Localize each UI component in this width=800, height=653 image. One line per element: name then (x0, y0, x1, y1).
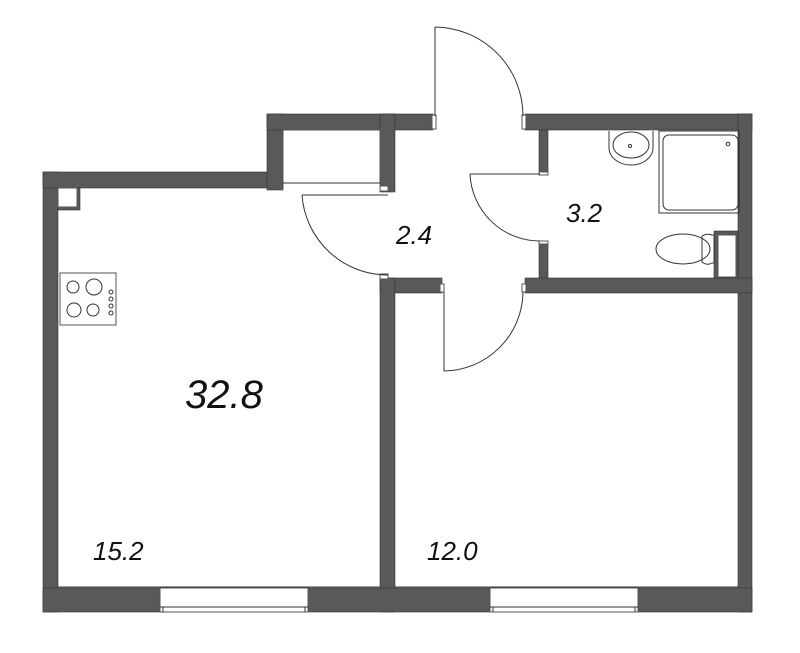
ventilation-shaft (717, 234, 737, 278)
hallway-kitchen-door (301, 194, 389, 276)
door-jamb (379, 273, 389, 280)
closet-wall-right (379, 113, 396, 193)
sink-icon (608, 131, 654, 166)
bathroom-area-label: 3.2 (566, 198, 603, 228)
door-jamb (521, 283, 527, 293)
door-jamb (379, 185, 389, 192)
hallway-area-label: 2.4 (396, 220, 433, 250)
bathroom-wall-bottom (524, 277, 753, 294)
door-jamb (439, 283, 445, 293)
outer-wall-left (42, 171, 59, 613)
stove-icon (59, 272, 117, 326)
outer-wall-top-bathroom (524, 113, 753, 131)
door-jamb (538, 240, 549, 245)
bathroom-partition-lower (538, 242, 549, 281)
outer-wall-right (737, 113, 753, 613)
kitchen-area-label: 15.2 (93, 536, 144, 566)
toilet-icon (655, 233, 715, 265)
kitchen-shaft (57, 187, 78, 208)
outer-wall-top-kitchen (42, 171, 284, 189)
outer-wall-bottom (42, 587, 753, 613)
shower-icon (658, 130, 740, 214)
kitchen-window (159, 587, 309, 613)
bathroom-partition-upper (538, 129, 549, 173)
closet (282, 129, 381, 184)
bedroom-door (443, 291, 524, 372)
entrance-door (431, 26, 527, 130)
total-area-label: 32.8 (185, 373, 263, 417)
bedroom-area-label: 12.0 (427, 536, 478, 566)
closet-wall-top (266, 113, 434, 131)
bedroom-window (489, 587, 639, 613)
door-jamb (538, 171, 549, 176)
bedroom-wall-left (379, 277, 396, 613)
bathroom-door (469, 173, 541, 242)
